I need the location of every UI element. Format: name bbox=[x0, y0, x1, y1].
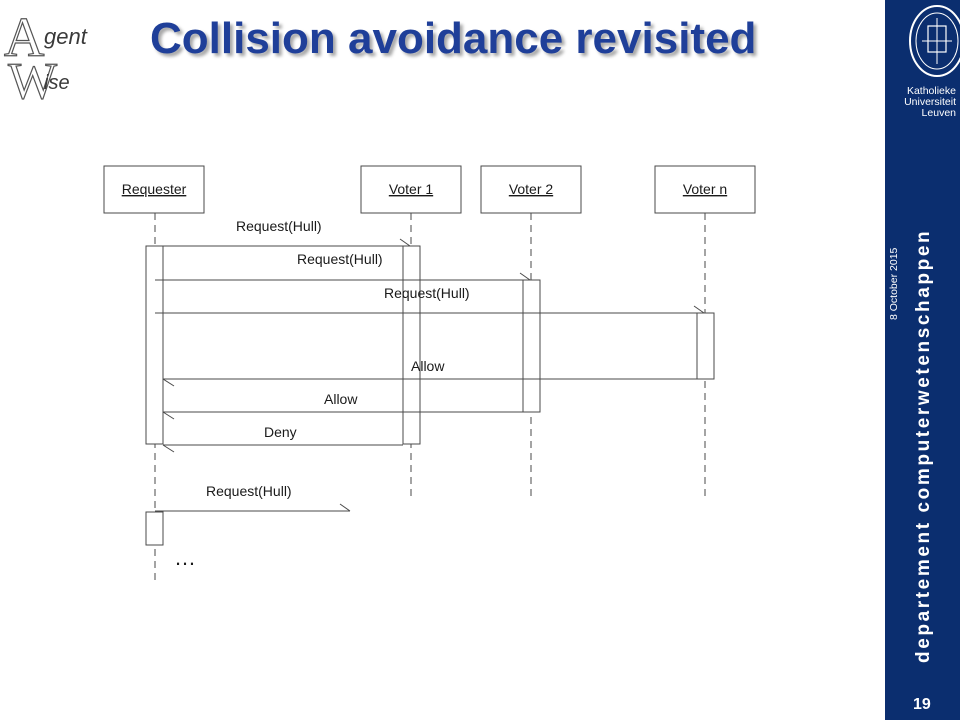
message-deny-voter-1: Deny bbox=[162, 424, 403, 453]
university-banner bbox=[885, 0, 960, 720]
agentwise-logo: A W gent ise bbox=[0, 0, 110, 100]
message-label: Deny bbox=[264, 424, 297, 440]
message-request-voter-n: Request(Hull) bbox=[155, 285, 705, 314]
message-label: Request(Hull) bbox=[297, 251, 383, 267]
logo-letter-w: W bbox=[8, 53, 57, 100]
university-name-line: Leuven bbox=[921, 107, 956, 119]
university-name: Katholieke Universiteit Leuven bbox=[880, 86, 956, 119]
message-allow-voter-n: Allow bbox=[162, 358, 697, 387]
slide-date: 8 October 2015 bbox=[888, 247, 900, 320]
department-name: departement computerwetenschappen bbox=[913, 228, 934, 663]
sequence-diagram: Requester Voter 1 Voter 2 Voter n Reques… bbox=[103, 165, 756, 582]
message-request-voter-1: Request(Hull) bbox=[155, 218, 411, 247]
activation-requester bbox=[145, 245, 164, 445]
activation-voter-1 bbox=[402, 245, 421, 445]
participant-label: Voter 1 bbox=[389, 181, 434, 197]
message-label: Request(Hull) bbox=[206, 483, 292, 499]
message-label: Allow bbox=[324, 391, 358, 407]
message-label: Request(Hull) bbox=[384, 285, 470, 301]
activation-voter-n bbox=[696, 312, 715, 380]
university-name-line: Katholieke bbox=[906, 85, 956, 97]
logo-text-gent: gent bbox=[44, 24, 87, 49]
participant-voter-n: Voter n bbox=[654, 165, 756, 214]
activation-requester-2 bbox=[145, 511, 164, 546]
activation-voter-2 bbox=[522, 279, 541, 413]
message-request-next: Request(Hull) bbox=[155, 483, 351, 512]
participant-voter-2: Voter 2 bbox=[480, 165, 582, 214]
message-label: Allow bbox=[411, 358, 445, 374]
university-seal-icon bbox=[909, 5, 960, 77]
logo-text-ise: ise bbox=[44, 72, 70, 94]
slide-title: Collision avoidance revisited bbox=[150, 14, 757, 63]
logo-letter-a: A bbox=[4, 7, 45, 69]
slide-number: 19 bbox=[913, 696, 931, 713]
participant-label: Requester bbox=[122, 181, 187, 197]
continuation-ellipsis: … bbox=[174, 545, 196, 570]
participant-label: Voter 2 bbox=[509, 181, 554, 197]
participant-voter-1: Voter 1 bbox=[360, 165, 462, 214]
message-request-voter-2: Request(Hull) bbox=[155, 251, 531, 281]
agentwise-logo-graphic: A W bbox=[3, 6, 57, 100]
university-name-line: Universiteit bbox=[904, 96, 956, 108]
message-allow-voter-2: Allow bbox=[162, 391, 523, 420]
message-label: Request(Hull) bbox=[236, 218, 322, 234]
participant-requester: Requester bbox=[103, 165, 205, 214]
participant-label: Voter n bbox=[683, 181, 727, 197]
